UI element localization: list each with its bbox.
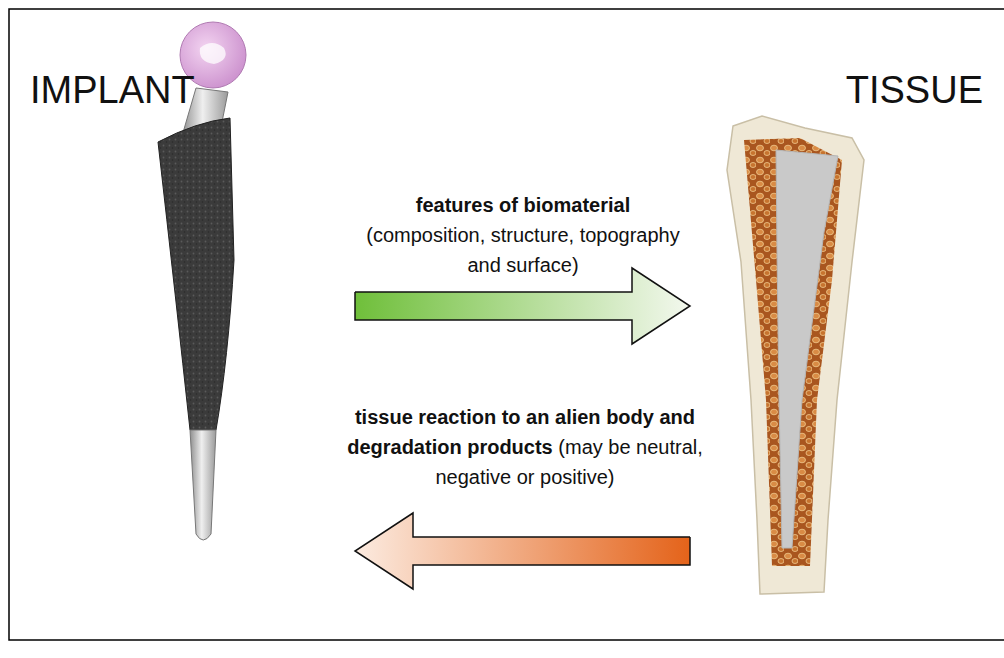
femur-section bbox=[727, 116, 864, 594]
implanted-stem bbox=[776, 150, 838, 548]
stem-tip bbox=[190, 430, 216, 540]
illustration-node: TISSUE bbox=[690, 62, 993, 597]
illustration-node: IMPLANT bbox=[20, 62, 355, 587]
green-arrow bbox=[355, 268, 690, 344]
heading: IMPLANT bbox=[30, 70, 355, 112]
implant-stem bbox=[158, 118, 234, 430]
frame bbox=[9, 9, 1004, 640]
arrow-label: features of biomaterial (composition, st… bbox=[358, 190, 688, 280]
head-highlight bbox=[200, 43, 226, 64]
heading: TISSUE bbox=[690, 70, 983, 112]
cancellous-bone bbox=[744, 138, 842, 566]
arrow-label: tissue reaction to an alien body and deg… bbox=[345, 402, 705, 492]
cortical-bone bbox=[727, 116, 864, 594]
orange-arrow bbox=[355, 513, 690, 589]
